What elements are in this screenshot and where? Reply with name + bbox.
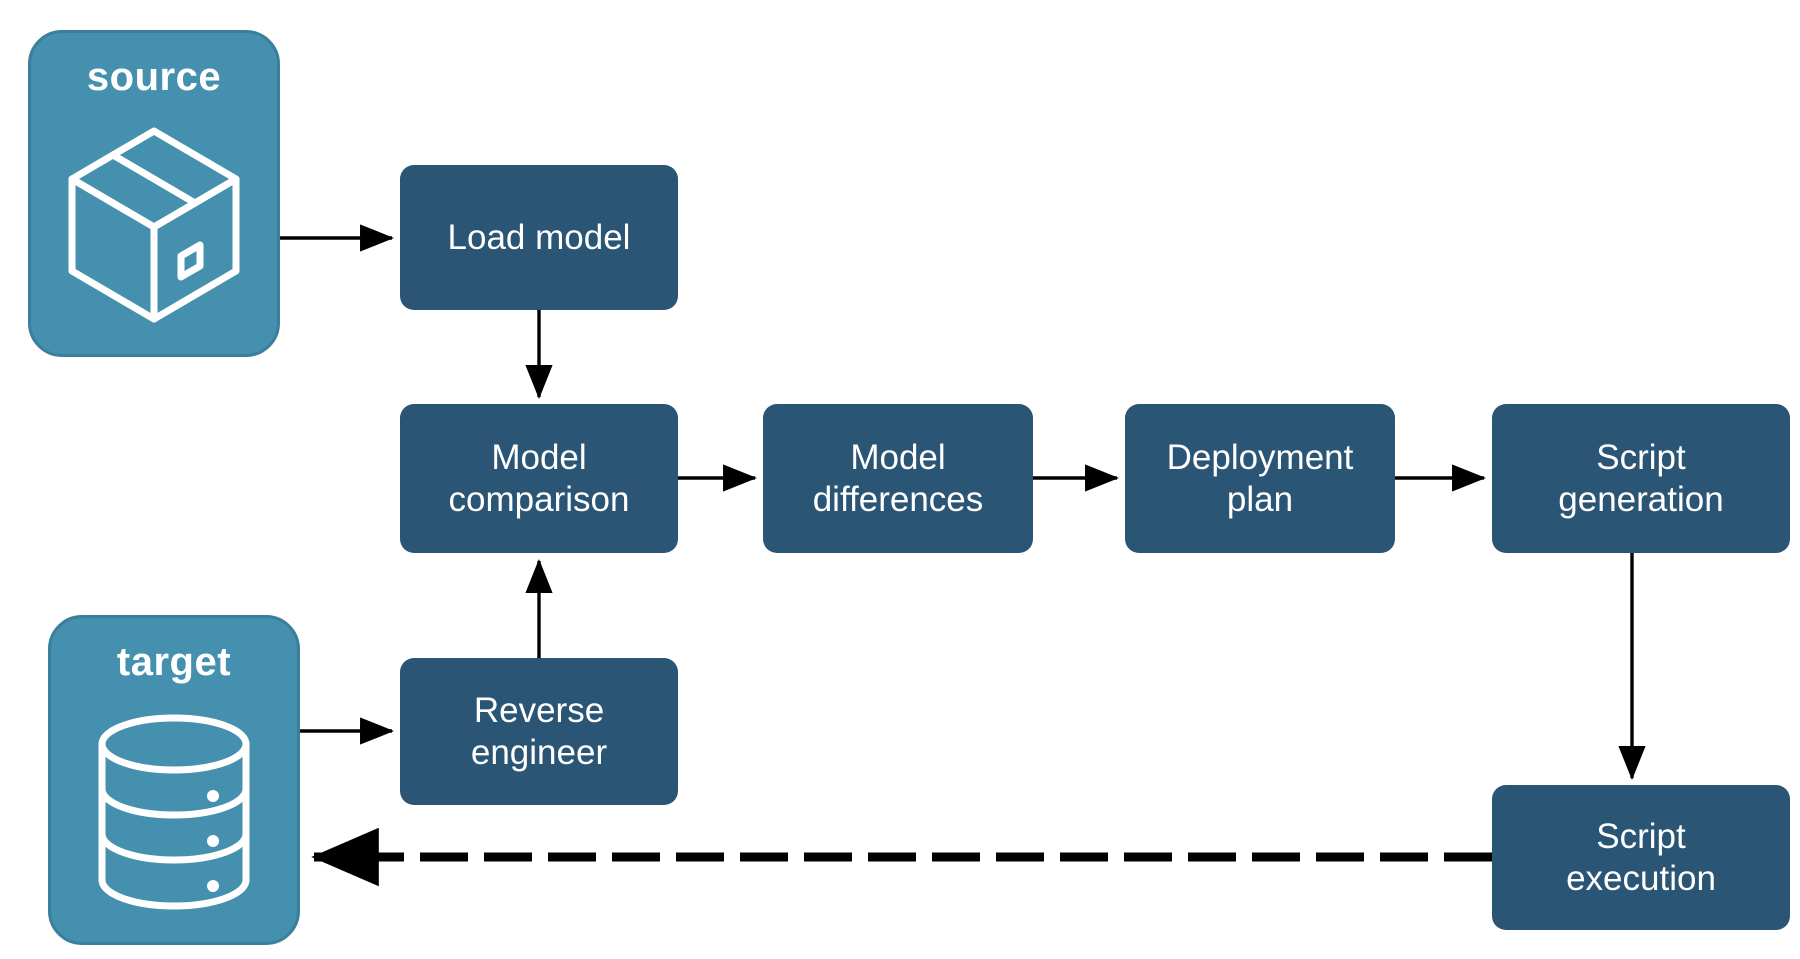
process-script-execution-text: Script execution bbox=[1566, 817, 1716, 898]
node-target[interactable]: target bbox=[48, 615, 300, 945]
package-box-icon bbox=[31, 97, 277, 354]
process-reverse-engineer[interactable]: Reverse engineer bbox=[400, 658, 678, 805]
process-load-model-text: Load model bbox=[447, 217, 631, 257]
process-model-differences[interactable]: Model differences bbox=[763, 404, 1033, 553]
database-cylinder-icon bbox=[51, 682, 297, 942]
node-source-label: source bbox=[86, 55, 222, 99]
node-source[interactable]: source bbox=[28, 30, 280, 357]
process-load-model[interactable]: Load model bbox=[400, 165, 678, 310]
process-model-comparison[interactable]: Model comparison bbox=[400, 404, 678, 553]
process-deployment-plan-text: Deployment plan bbox=[1166, 438, 1354, 519]
process-script-generation-text: Script generation bbox=[1558, 438, 1724, 519]
process-model-comparison-text: Model comparison bbox=[448, 438, 630, 519]
process-model-differences-text: Model differences bbox=[812, 438, 984, 519]
process-deployment-plan[interactable]: Deployment plan bbox=[1125, 404, 1395, 553]
process-script-generation[interactable]: Script generation bbox=[1492, 404, 1790, 553]
node-target-label: target bbox=[116, 640, 232, 684]
process-script-execution[interactable]: Script execution bbox=[1492, 785, 1790, 930]
process-reverse-engineer-text: Reverse engineer bbox=[470, 691, 608, 772]
